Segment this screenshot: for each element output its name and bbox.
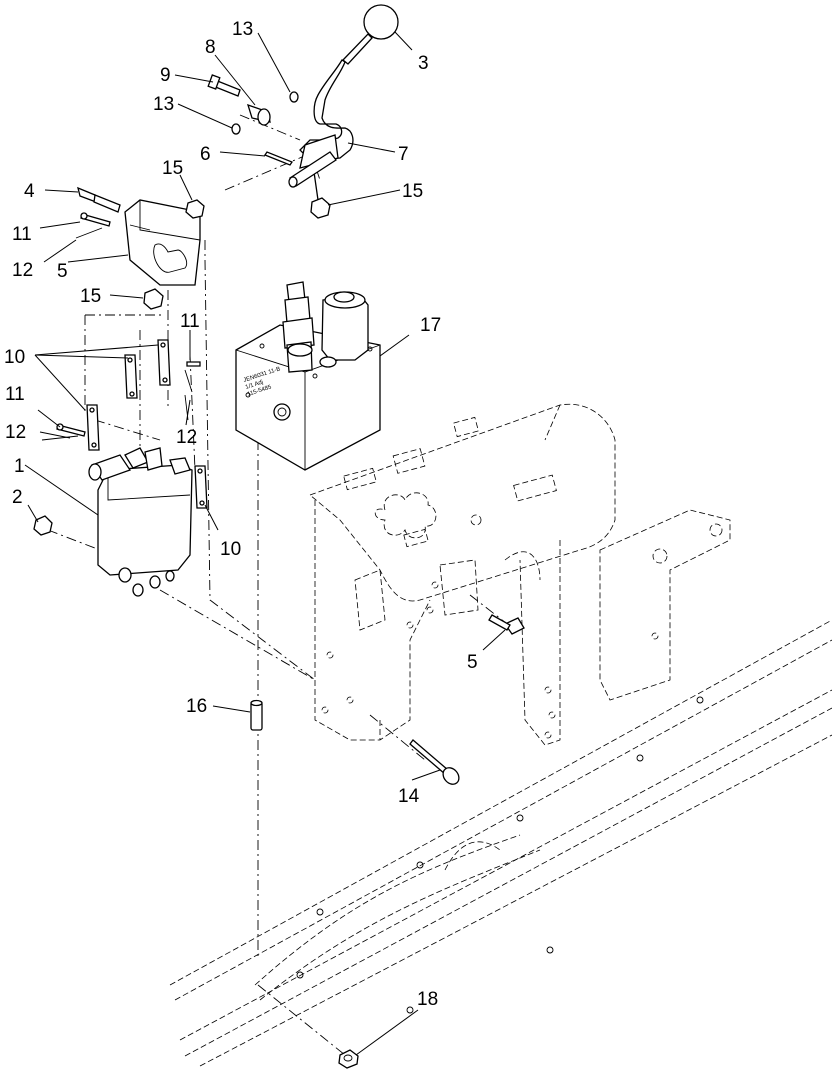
valve-label-line-2: 1/1 Adj <box>245 380 264 391</box>
knob-part-3 <box>342 4 399 65</box>
link-part-10-a <box>124 354 138 399</box>
callout-10-group: 10 <box>4 347 25 368</box>
pin-part-6 <box>264 151 293 166</box>
callout-15-lever: 15 <box>402 181 423 202</box>
callout-5-lower: 5 <box>467 652 478 673</box>
callout-11-upper: 11 <box>12 224 32 245</box>
clevis-part-8 <box>247 103 271 126</box>
nut-part-15-bracket <box>185 199 205 219</box>
callout-13-left: 13 <box>153 94 174 115</box>
callout-8: 8 <box>205 37 216 58</box>
callout-13-top: 13 <box>232 19 253 40</box>
nut-part-15-lower <box>143 288 164 310</box>
bolt-part-5-lower <box>488 614 525 635</box>
link-part-10-b <box>157 339 171 386</box>
callout-2: 2 <box>12 487 23 508</box>
bolt-part-9 <box>207 74 241 97</box>
nut-part-2 <box>33 515 53 536</box>
pin-part-11-right <box>184 361 201 393</box>
nut-part-15-lever <box>310 197 331 219</box>
callout-14: 14 <box>398 786 420 807</box>
link-part-10-d <box>194 465 208 509</box>
callout-15-lower: 15 <box>80 286 101 307</box>
callout-12-right: 12 <box>176 427 197 448</box>
frame-rails <box>169 619 832 1067</box>
cotter-part-12-upper <box>75 227 103 239</box>
callout-1: 1 <box>14 456 25 477</box>
leader-lines <box>24 31 506 1056</box>
washer-part-13-top <box>289 91 299 103</box>
callouts: 3 7 6 8 9 13 13 15 15 4 11 12 5 15 17 11… <box>4 19 478 1010</box>
callout-15-bracket: 15 <box>162 158 183 179</box>
callout-11-right: 11 <box>180 311 200 332</box>
valve-block-part-17: JEN6031 11-B 1/1 Adj 115-5485 <box>235 281 381 471</box>
valve-body-part-1 <box>88 447 193 597</box>
callout-6: 6 <box>200 144 211 165</box>
link-part-10-c <box>86 404 100 451</box>
pin-part-11-left <box>56 423 86 437</box>
pin-part-14 <box>409 739 460 785</box>
pin-part-11-upper <box>80 212 111 227</box>
callout-5-upper: 4 <box>24 181 35 202</box>
nut-part-18 <box>338 1049 359 1069</box>
mounting-bracket <box>309 403 731 746</box>
callout-11-left: 11 <box>5 384 25 405</box>
callout-9: 9 <box>160 65 171 86</box>
washer-part-13-left <box>231 123 241 135</box>
shaft <box>288 151 337 188</box>
callout-12-left: 12 <box>5 422 26 443</box>
callout-10-right: 10 <box>220 539 241 560</box>
callout-12-upper: 12 <box>12 260 33 281</box>
callout-17: 17 <box>420 315 441 336</box>
bolt-part-5-upper <box>77 186 121 213</box>
bracket-part-4 <box>124 199 203 286</box>
callout-4: 5 <box>57 261 68 282</box>
spacer-part-16 <box>250 699 263 731</box>
callout-3: 3 <box>418 53 429 74</box>
callout-7: 7 <box>398 144 409 165</box>
callout-16: 16 <box>186 696 207 717</box>
callout-18: 18 <box>417 989 438 1010</box>
cotter-part-12-left <box>41 435 79 441</box>
